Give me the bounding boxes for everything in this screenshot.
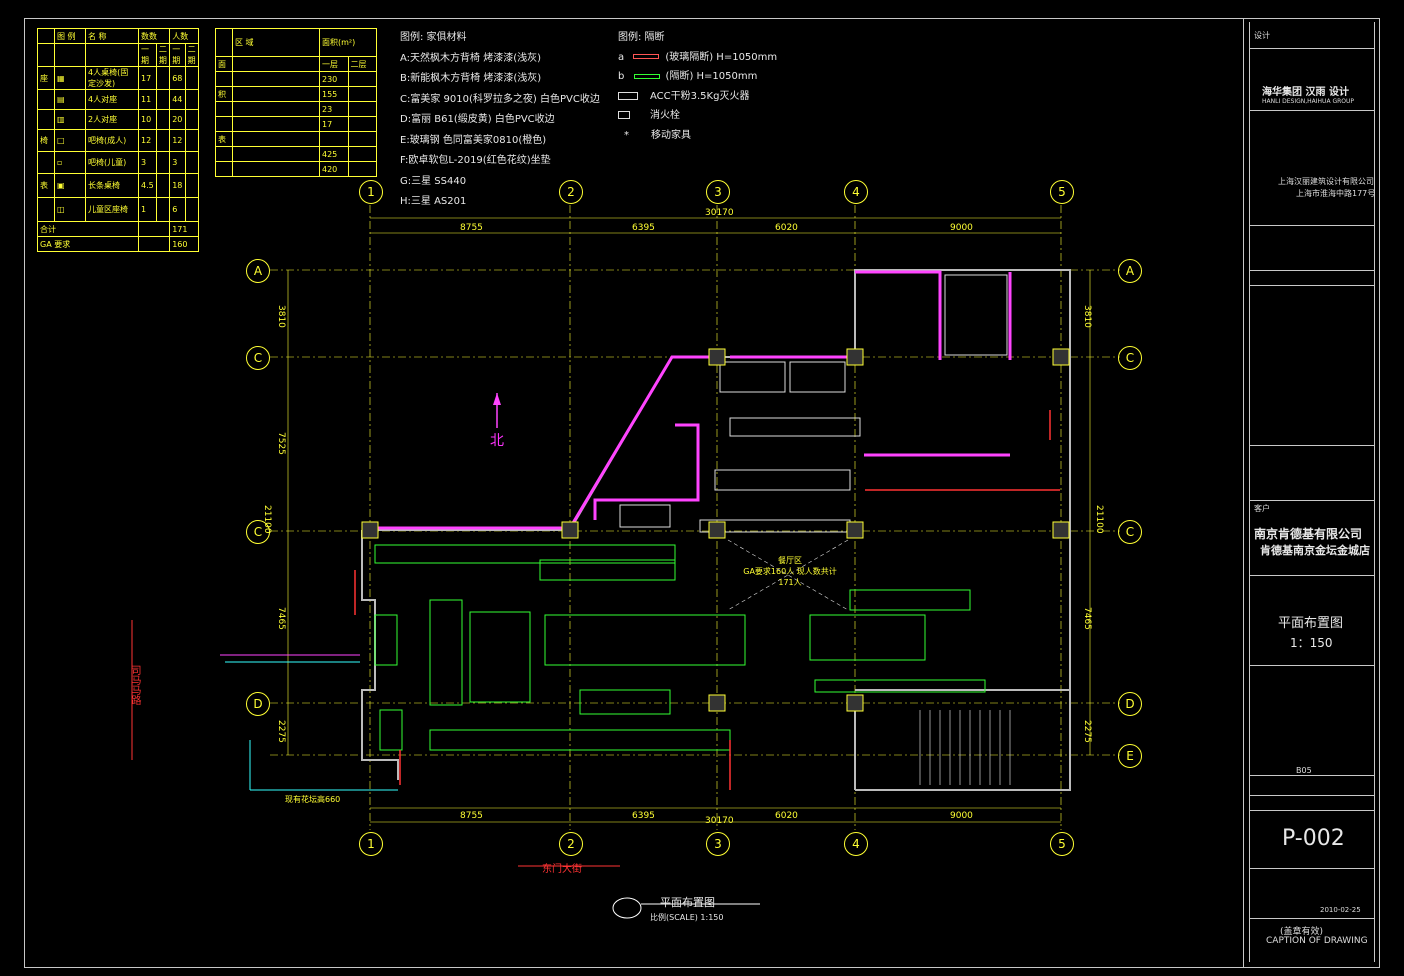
- drawing-frame: [24, 18, 1380, 968]
- glass-partition-swatch: [633, 54, 660, 59]
- dim-4-5-bottom: 9000: [950, 811, 973, 821]
- street-label: 东门大街: [542, 864, 582, 875]
- grid-row-c2-left: C: [246, 520, 270, 544]
- flower-bed-label: 现有花坛高660: [285, 795, 341, 804]
- grid-col-1-bottom: 1: [359, 832, 383, 856]
- extinguisher-icon: [618, 91, 638, 100]
- dim-2-3-top: 6395: [632, 223, 655, 233]
- interior-walls-magenta: [370, 270, 1012, 530]
- grid-col-5-bottom: 5: [1050, 832, 1074, 856]
- dim-1-2-bottom: 8755: [460, 811, 483, 821]
- grid-col-1-top: 1: [359, 180, 383, 204]
- client-label: 客户: [1254, 504, 1270, 513]
- dim-1-2-top: 8755: [460, 223, 483, 233]
- seal-note: (盖章有效): [1280, 927, 1324, 937]
- drawing-number: P-002: [1282, 826, 1345, 851]
- title-block-frame: [1243, 18, 1381, 968]
- structural-columns: [361, 348, 1070, 712]
- north-label: 北: [490, 433, 504, 449]
- partition-title: 图例: 隔断: [618, 32, 665, 43]
- grid-col-4-bottom: 4: [844, 832, 868, 856]
- road-label: 司马马路: [129, 665, 140, 705]
- dim-left-a-c: 3810: [276, 305, 286, 328]
- dimension-lines: [287, 217, 1091, 823]
- dim-total-top: 30170: [705, 208, 734, 218]
- seating-legend-table: 图 例 名 称 数数 人数 一期 二期 一期 二期 座▦4人桌椅(固定沙发)17…: [37, 28, 200, 252]
- stairs: [919, 710, 1011, 785]
- grid-col-4-top: 4: [844, 180, 868, 204]
- seat-4-icon: ▦: [54, 66, 86, 90]
- kids-seat-icon: ◫: [54, 197, 86, 222]
- dim-right-c-d: 7465: [1082, 607, 1092, 630]
- client-name: 南京肯德基有限公司: [1254, 527, 1363, 541]
- dim-total-bottom: 30170: [705, 816, 734, 826]
- grid-row-c1-right: C: [1118, 346, 1142, 370]
- dim-right-a-c: 3810: [1082, 305, 1092, 328]
- grid-col-2-bottom: 2: [559, 832, 583, 856]
- drawing-date: 2010-02-25: [1320, 906, 1361, 914]
- dim-left-c-c: 7525: [276, 432, 286, 455]
- drawing-scale: 1：150: [1290, 636, 1333, 650]
- grid-row-d-right: D: [1118, 692, 1142, 716]
- dim-4-5-top: 9000: [950, 223, 973, 233]
- sheet-code: B05: [1296, 766, 1312, 775]
- floor-plan: [131, 205, 1120, 919]
- grid-row-c2-right: C: [1118, 520, 1142, 544]
- grid-row-e-right: E: [1118, 744, 1142, 768]
- dim-3-4-top: 6020: [775, 223, 798, 233]
- partition-legend: 图例: 隔断 a (玻璃隔断) H=1050mm b (隔断) H=1050mm…: [618, 28, 777, 145]
- dim-2-3-bottom: 6395: [632, 811, 655, 821]
- north-arrow-icon: [493, 393, 501, 428]
- glass-partitions: [354, 410, 1060, 790]
- dim-3-4-bottom: 6020: [775, 811, 798, 821]
- dining-area-note: 餐厅区 GA要求160人 现人数共计171人: [743, 556, 837, 587]
- dim-left-c-d: 7465: [276, 607, 286, 630]
- company-name-en: HANLI DESIGN,HAIHUA GROUP: [1262, 98, 1355, 105]
- grid-col-5-top: 5: [1050, 180, 1074, 204]
- grid-col-3-bottom: 3: [706, 832, 730, 856]
- dim-left-total: 21100: [262, 505, 272, 534]
- plan-scale: 比例(SCALE) 1:150: [650, 913, 724, 922]
- materials-legend: 图例: 家俱材料 A:天然枫木方背椅 烤漆漆(浅灰) B:新能枫木方背椅 烤漆漆…: [400, 28, 600, 213]
- dim-left-d-e: 2275: [276, 720, 286, 743]
- grid-row-a-right: A: [1118, 259, 1142, 283]
- void-marker: [727, 539, 849, 611]
- plan-title: 平面布置图: [660, 896, 715, 909]
- road-markings: [131, 620, 620, 867]
- caption-of-drawing: CAPTION OF DRAWING: [1266, 936, 1368, 946]
- company2-name: 上海汉丽建筑设计有限公司: [1278, 177, 1374, 186]
- company-name: 海华集团 汉雨 设计: [1262, 87, 1349, 98]
- grid-row-d-left: D: [246, 692, 270, 716]
- dim-right-total: 21100: [1094, 505, 1104, 534]
- materials-title: 图例: 家俱材料: [400, 32, 467, 43]
- drawing-title: 平面布置图: [1278, 616, 1344, 631]
- dim-right-d-e: 2275: [1082, 720, 1092, 743]
- designer-label: 设计: [1254, 31, 1270, 40]
- hydrant-icon: [618, 111, 630, 119]
- grid-row-a-left: A: [246, 259, 270, 283]
- grid-col-2-top: 2: [559, 180, 583, 204]
- client-store: 肯德基南京金坛金城店: [1260, 544, 1370, 557]
- grid-col-3-top: 3: [706, 180, 730, 204]
- kitchen-fixtures: [619, 274, 1008, 533]
- grid-row-c1-left: C: [246, 346, 270, 370]
- title-marker: [612, 897, 760, 919]
- partition-swatch: [633, 73, 660, 79]
- company2-address: 上海市淮海中路177号: [1296, 189, 1376, 198]
- grid-lines: [270, 205, 1120, 830]
- seating-area: [374, 544, 986, 751]
